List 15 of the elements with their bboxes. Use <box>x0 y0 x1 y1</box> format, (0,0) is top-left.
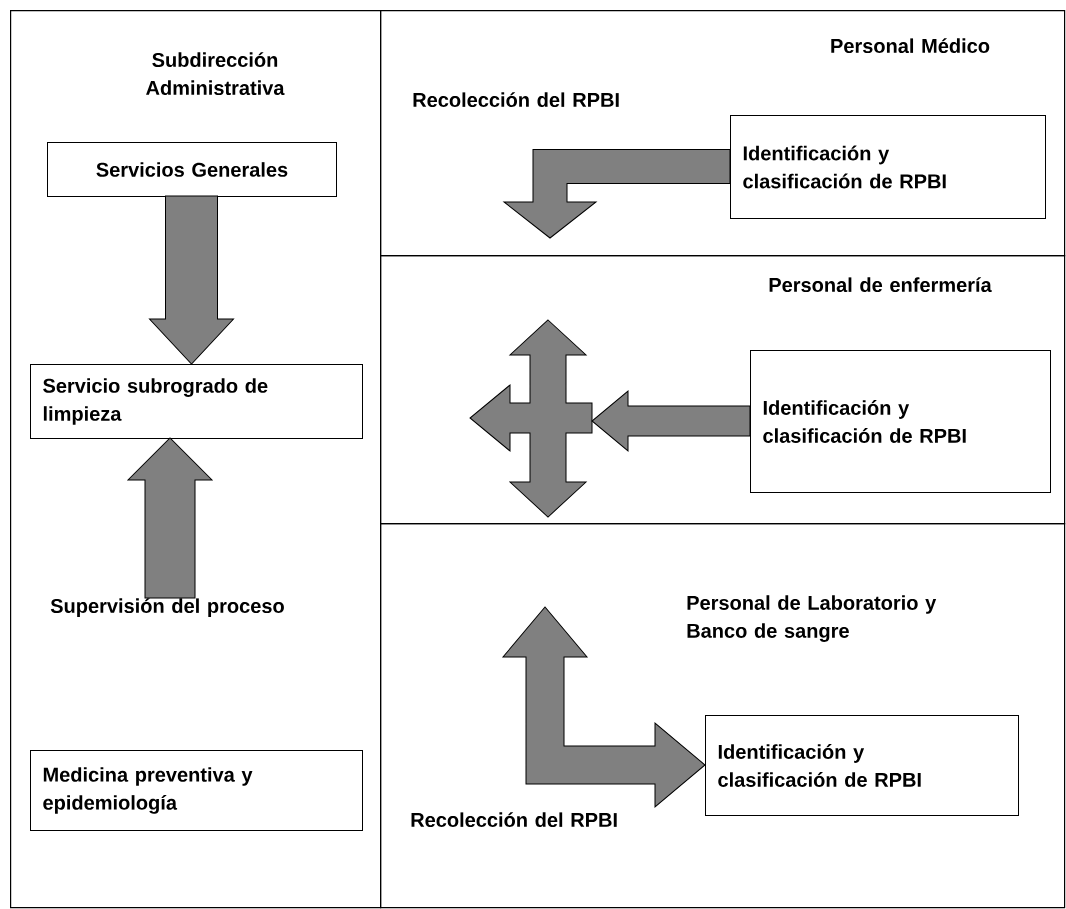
block-arrow <box>502 606 706 808</box>
block-arrow <box>591 390 751 452</box>
block-arrow <box>149 195 234 365</box>
process-box: Identificación y clasificación de RPBI <box>730 115 1046 219</box>
edge-label: Recolección del RPBI <box>413 92 619 108</box>
text-label: Supervisión del proceso <box>50 598 284 617</box>
process-box: Servicios Generales <box>47 142 337 197</box>
block-arrow <box>127 437 213 599</box>
process-box: Medicina preventiva y epidemiología <box>30 750 363 831</box>
block-arrow <box>503 149 731 239</box>
process-box: Servicio subrogrado de limpieza <box>30 364 363 439</box>
text-label: Recolección del RPBI <box>411 812 617 828</box>
process-box: Identificación y clasificación de RPBI <box>750 350 1051 493</box>
process-box: Identificación y clasificación de RPBI <box>705 715 1019 816</box>
cross-arrow <box>469 319 593 518</box>
